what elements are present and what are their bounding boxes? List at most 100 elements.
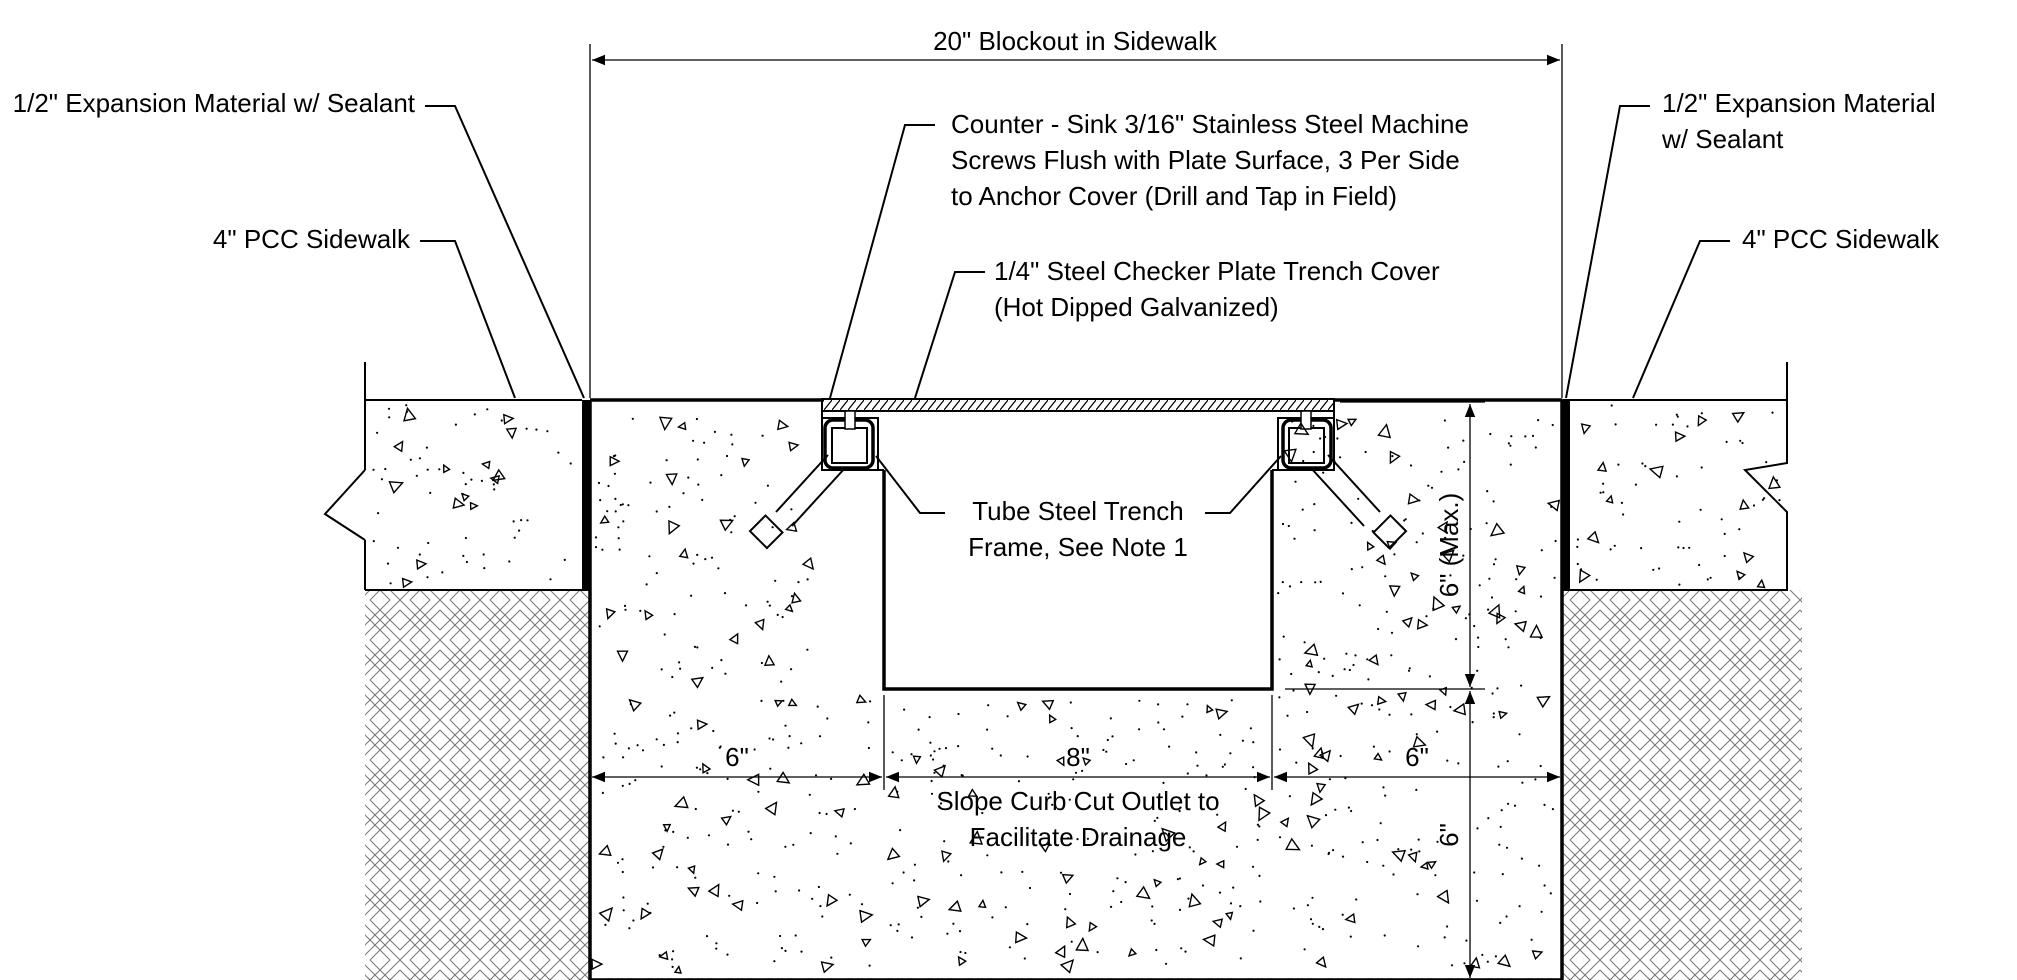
aggregate-mark xyxy=(1376,695,1388,706)
aggregate-speck xyxy=(991,747,994,750)
aggregate-speck xyxy=(958,930,962,933)
aggregate-speck xyxy=(441,571,444,574)
aggregate-speck xyxy=(1720,518,1723,521)
aggregate-speck xyxy=(760,699,763,703)
aggregate-speck xyxy=(1341,592,1345,595)
aggregate-speck xyxy=(1391,455,1394,458)
aggregate-speck xyxy=(676,866,679,869)
aggregate-speck xyxy=(418,457,421,460)
aggregate-speck xyxy=(628,782,631,786)
aggregate-speck xyxy=(1763,497,1766,500)
aggregate-speck xyxy=(1610,404,1613,407)
aggregate-speck xyxy=(686,836,689,839)
aggregate-speck xyxy=(1252,741,1255,744)
aggregate-speck xyxy=(1775,479,1779,482)
aggregate-speck xyxy=(462,554,465,558)
aggregate-mark xyxy=(933,764,947,779)
aggregate-speck xyxy=(1515,578,1518,581)
aggregate-speck xyxy=(1602,491,1605,494)
aggregate-speck xyxy=(1377,627,1380,631)
aggregate-speck xyxy=(569,462,572,465)
aggregate-speck xyxy=(1506,760,1509,763)
aggregate-speck xyxy=(1232,886,1235,889)
aggregate-speck xyxy=(1086,837,1089,840)
aggregate-mark xyxy=(1580,423,1592,435)
aggregate-speck xyxy=(707,834,711,837)
aggregate-mark xyxy=(1367,653,1379,666)
aggregate-speck xyxy=(1530,938,1533,941)
aggregate-speck xyxy=(1081,769,1084,773)
aggregate-speck xyxy=(1069,701,1072,704)
aggregate-speck xyxy=(1328,778,1331,781)
aggregate-speck xyxy=(712,729,715,733)
aggregate-speck xyxy=(1688,546,1691,549)
dimension-blockout-text: 20" Blockout in Sidewalk xyxy=(933,26,1218,56)
aggregate-speck xyxy=(627,747,631,750)
aggregate-speck xyxy=(1249,727,1252,730)
aggregate-speck xyxy=(728,894,731,897)
aggregate-mark xyxy=(658,950,669,961)
aggregate-speck xyxy=(790,595,794,598)
aggregate-mark xyxy=(676,421,687,431)
aggregate-speck xyxy=(1675,413,1678,416)
aggregate-mark xyxy=(855,694,868,704)
aggregate-mark xyxy=(1201,934,1216,948)
aggregate-speck xyxy=(946,932,949,935)
aggregate-speck xyxy=(1613,544,1616,547)
aggregate-mark xyxy=(1546,499,1561,512)
aggregate-speck xyxy=(1017,780,1021,783)
aggregate-speck xyxy=(676,732,680,735)
aggregate-speck xyxy=(1219,733,1222,737)
aggregate-speck xyxy=(794,934,797,937)
aggregate-speck xyxy=(604,923,607,927)
aggregate-speck xyxy=(1700,466,1703,469)
aggregate-mark xyxy=(1065,915,1077,929)
aggregate-speck xyxy=(1520,857,1523,860)
aggregate-speck xyxy=(1481,953,1484,957)
label-frame-line1: Tube Steel Trench xyxy=(972,496,1184,526)
aggregate-speck xyxy=(1539,764,1542,768)
aggregate-mark xyxy=(1426,860,1437,870)
aggregate-speck xyxy=(860,903,864,906)
label-screws-line1: Counter - Sink 3/16" Stainless Steel Mac… xyxy=(951,109,1469,139)
aggregate-speck xyxy=(1497,765,1500,768)
aggregate-speck xyxy=(1281,581,1284,584)
aggregate-mark xyxy=(1285,837,1301,851)
aggregate-mark xyxy=(1739,498,1750,511)
aggregate-speck xyxy=(641,749,645,752)
aggregate-speck xyxy=(760,661,764,665)
aggregate-speck xyxy=(613,472,617,475)
aggregate-speck xyxy=(1640,547,1643,550)
aggregate-speck xyxy=(1540,549,1543,552)
aggregate-speck xyxy=(1425,615,1428,618)
aggregate-speck xyxy=(1499,921,1502,925)
label-expansion-right-line1: 1/2" Expansion Material xyxy=(1662,88,1936,118)
aggregate-speck xyxy=(897,923,900,926)
aggregate-speck xyxy=(1178,809,1181,813)
aggregate-speck xyxy=(1291,420,1294,423)
aggregate-speck xyxy=(1492,500,1495,503)
aggregate-speck xyxy=(903,708,906,711)
aggregate-mark xyxy=(1310,791,1324,807)
aggregate-speck xyxy=(784,724,787,727)
dimension-base-depth-text: 6" xyxy=(1434,823,1464,847)
aggregate-mark xyxy=(1301,732,1316,749)
aggregate-speck xyxy=(1418,499,1421,502)
aggregate-speck xyxy=(1313,529,1316,532)
aggregate-speck xyxy=(1554,539,1557,543)
aggregate-speck xyxy=(834,835,837,838)
aggregate-speck xyxy=(867,721,870,724)
aggregate-speck xyxy=(1490,596,1494,599)
aggregate-speck xyxy=(787,746,790,749)
aggregate-mark xyxy=(887,785,900,799)
aggregate-mark xyxy=(1586,530,1600,544)
aggregate-speck xyxy=(671,965,674,969)
aggregate-speck xyxy=(1293,537,1296,540)
aggregate-speck xyxy=(1216,813,1219,816)
aggregate-speck xyxy=(1538,864,1541,867)
aggregate-speck xyxy=(1318,925,1321,929)
aggregate-speck xyxy=(1652,568,1655,571)
aggregate-speck xyxy=(617,537,620,540)
aggregate-mark xyxy=(1293,421,1310,436)
aggregate-mark xyxy=(1452,702,1467,716)
